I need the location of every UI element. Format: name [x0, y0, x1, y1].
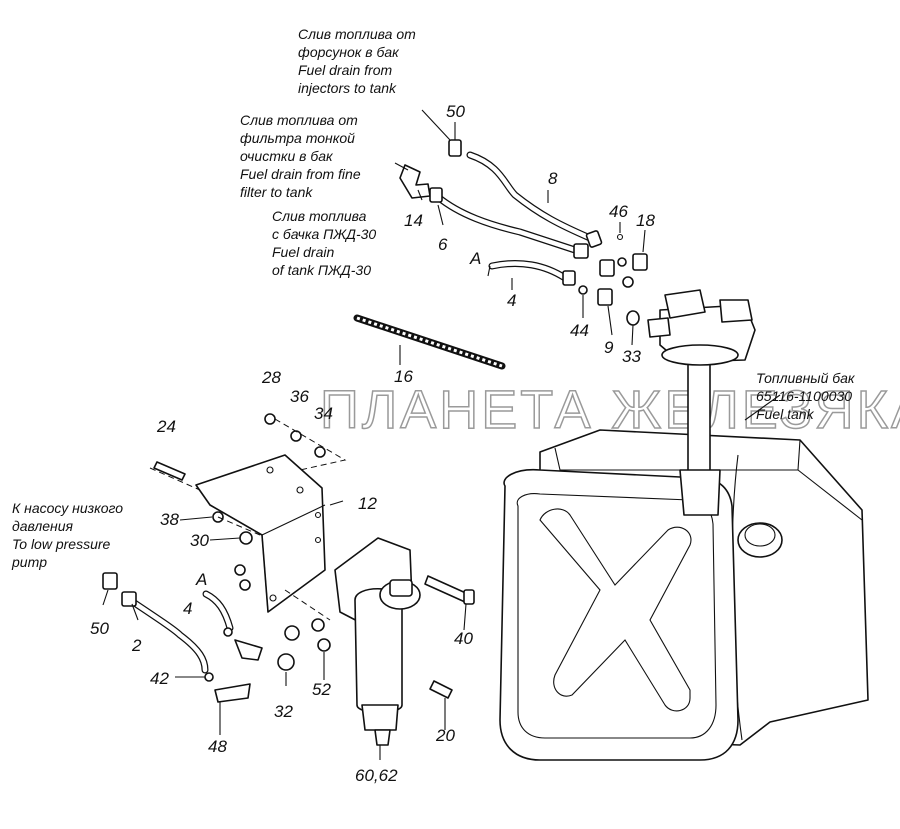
callout-A-bottom: A: [195, 570, 207, 589]
note-fine-filter: Слив топлива от фильтра тонкой очистки в…: [240, 112, 361, 200]
svg-text:форсунок в бак: форсунок в бак: [298, 44, 400, 60]
callout-4-top: 4: [507, 291, 516, 310]
svg-text:давления: давления: [12, 518, 74, 534]
svg-text:pump: pump: [11, 554, 47, 570]
svg-text:Fuel drain from: Fuel drain from: [298, 62, 392, 78]
note-pump: К насосу низкого давления To low pressur…: [11, 500, 123, 570]
callout-32: 32: [274, 702, 293, 721]
callout-60-62: 60,62: [355, 766, 398, 785]
note-tank: Топливный бак 65116-1100030 Fuel tank: [756, 370, 856, 422]
svg-text:filter to tank: filter to tank: [240, 184, 313, 200]
fuel-tank: [499, 429, 869, 761]
callout-2: 2: [131, 636, 142, 655]
callout-34: 34: [314, 404, 333, 423]
svg-text:Fuel drain: Fuel drain: [272, 244, 334, 260]
callout-4-bottom: 4: [183, 599, 192, 618]
callout-16: 16: [394, 367, 413, 386]
callout-6: 6: [438, 235, 448, 254]
svg-text:Слив топлива: Слив топлива: [272, 208, 367, 224]
tank-level-sensor: [647, 289, 756, 516]
svg-text:To low pressure: To low pressure: [12, 536, 111, 552]
svg-text:с бачка ПЖД-30: с бачка ПЖД-30: [272, 226, 376, 242]
callout-50-top: 50: [446, 102, 465, 121]
callout-50-bottom: 50: [90, 619, 109, 638]
svg-text:очистки в бак: очистки в бак: [240, 148, 334, 164]
svg-text:Топливный бак: Топливный бак: [756, 370, 856, 386]
svg-text:injectors to tank: injectors to tank: [298, 80, 397, 96]
callout-8: 8: [548, 169, 558, 188]
callout-52: 52: [312, 680, 331, 699]
svg-text:фильтра тонкой: фильтра тонкой: [240, 130, 355, 146]
callout-A-top: A: [469, 249, 481, 268]
callout-40: 40: [454, 629, 473, 648]
svg-text:of tank ПЖД-30: of tank ПЖД-30: [272, 262, 371, 278]
note-pzhd: Слив топлива с бачка ПЖД-30 Fuel drain o…: [272, 208, 376, 278]
callout-33: 33: [622, 347, 641, 366]
svg-text:65116-1100030: 65116-1100030: [756, 388, 852, 404]
callout-36: 36: [290, 387, 309, 406]
svg-text:К насосу низкого: К насосу низкого: [12, 500, 123, 516]
callout-9: 9: [604, 338, 614, 357]
callouts: 50 8 14 6 46 18 A 4 44 9 33 16 28 36 34 …: [90, 102, 655, 785]
fuel-filter: [284, 537, 421, 746]
bracket: [149, 413, 347, 613]
note-injectors: Слив топлива от форсунок в бак Fuel drai…: [298, 26, 416, 96]
callout-12: 12: [358, 494, 377, 513]
corrugated-sleeve: [353, 314, 506, 370]
svg-text:Fuel tank: Fuel tank: [756, 406, 815, 422]
upper-fittings: [399, 139, 648, 326]
callout-42: 42: [150, 669, 169, 688]
callout-18: 18: [636, 211, 655, 230]
callout-30: 30: [190, 531, 209, 550]
lower-fittings: [102, 572, 475, 703]
callout-28: 28: [261, 368, 281, 387]
callout-44: 44: [570, 321, 589, 340]
callout-38: 38: [160, 510, 179, 529]
svg-text:Слив топлива от: Слив топлива от: [240, 112, 358, 128]
callout-20: 20: [435, 726, 455, 745]
callout-14: 14: [404, 211, 423, 230]
leader-lines: [102, 109, 781, 760]
callout-46: 46: [609, 202, 628, 221]
callout-48: 48: [208, 737, 227, 756]
svg-text:Fuel drain from fine: Fuel drain from fine: [240, 166, 361, 182]
callout-24: 24: [156, 417, 176, 436]
svg-text:Слив топлива от: Слив топлива от: [298, 26, 416, 42]
